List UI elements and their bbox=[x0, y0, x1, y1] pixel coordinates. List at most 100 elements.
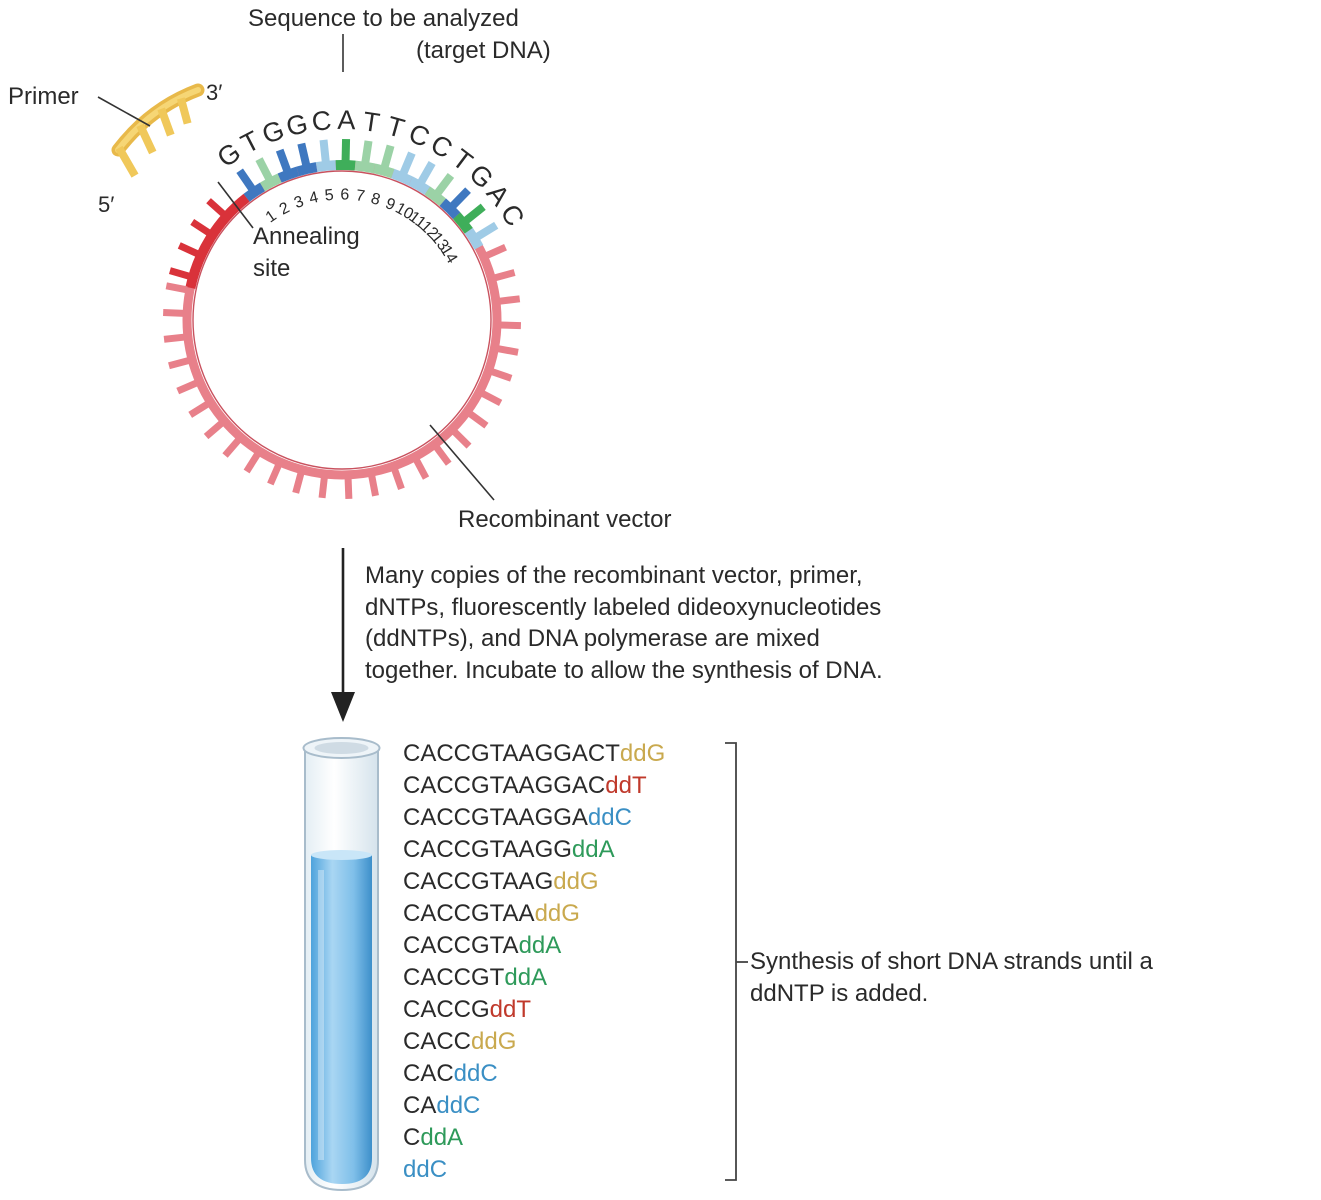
terminating-ddntp: ddT bbox=[605, 772, 647, 799]
vector-tooth bbox=[165, 282, 188, 294]
target-base-segment bbox=[391, 168, 413, 186]
target-base-tooth bbox=[474, 221, 499, 241]
vector-tooth bbox=[493, 269, 516, 282]
process-step-description: Many copies of the recombinant vector, p… bbox=[365, 560, 1005, 686]
step-text-line: Many copies of the recombinant vector, p… bbox=[365, 562, 863, 589]
position-number: 5 bbox=[324, 187, 335, 205]
terminating-ddntp: ddA bbox=[420, 1124, 464, 1151]
strand-row: CAddC bbox=[403, 1090, 665, 1122]
target-base-segment bbox=[243, 182, 266, 202]
tube-liquid bbox=[311, 855, 372, 1184]
vector-tooth bbox=[243, 451, 261, 474]
annealing-tooth bbox=[177, 242, 200, 258]
strand-row: CACCGTAAGddG bbox=[403, 866, 665, 898]
process-arrow bbox=[331, 548, 355, 722]
strand-sequence: CACCGTAA bbox=[403, 900, 535, 927]
strand-row: CACCGTAAGGACTddG bbox=[403, 738, 665, 770]
terminating-ddntp: ddG bbox=[619, 740, 666, 767]
strand-sequence: CACCGTAAGGAC bbox=[403, 772, 606, 799]
vector-tooth bbox=[433, 444, 452, 466]
terminating-ddntp: ddG bbox=[471, 1028, 517, 1055]
strand-sequence: CACCGTAAG bbox=[403, 868, 554, 895]
strand-row: CACCGTAAGGAddC bbox=[403, 802, 665, 834]
target-base-segment bbox=[315, 160, 337, 173]
annealing-site-arc bbox=[185, 193, 250, 289]
annealing-pointer-line bbox=[217, 181, 254, 229]
terminating-ddntp: ddA bbox=[518, 932, 562, 959]
strands-bracket bbox=[725, 742, 737, 1181]
strand-sequence: CACCGTAAGG bbox=[403, 836, 572, 863]
target-base-tooth bbox=[236, 168, 256, 192]
target-base-segment bbox=[464, 227, 484, 250]
terminating-ddntp: ddT bbox=[489, 996, 532, 1023]
strand-row: ddC bbox=[403, 1154, 665, 1186]
target-base-segment bbox=[373, 163, 395, 179]
vector-tooth bbox=[451, 428, 472, 449]
target-base-tooth bbox=[433, 173, 455, 197]
terminating-ddntp: ddG bbox=[553, 868, 599, 895]
vector-tooth bbox=[163, 333, 186, 343]
step-text-line: together. Incubate to allow the synthesi… bbox=[365, 656, 883, 684]
strand-row: CACCddG bbox=[403, 1026, 665, 1058]
strand-row: CddA bbox=[403, 1122, 665, 1154]
strand-sequence: CAC bbox=[403, 1060, 454, 1087]
annealing-label-line2: site bbox=[253, 255, 290, 282]
position-number: 7 bbox=[355, 187, 366, 205]
vector-tooth bbox=[490, 368, 513, 382]
target-base-segment bbox=[452, 212, 473, 234]
vector-pointer-line bbox=[429, 424, 495, 501]
target-base-segment bbox=[439, 198, 461, 220]
target-base-tooth bbox=[255, 157, 274, 182]
terminating-ddntp: ddA bbox=[571, 836, 615, 863]
target-base-segment bbox=[277, 166, 300, 183]
position-number: 14 bbox=[437, 243, 461, 267]
step-text-line: (ddNTPs), and DNA polymerase are mixed bbox=[365, 625, 820, 652]
sequence-subtitle: (target DNA) bbox=[416, 37, 551, 64]
vector-tooth bbox=[498, 295, 521, 305]
vector-tooth bbox=[480, 390, 503, 407]
target-base-tooth bbox=[462, 203, 486, 225]
target-base-segment bbox=[424, 186, 447, 207]
target-base-tooth bbox=[361, 140, 373, 165]
vector-tooth bbox=[292, 471, 305, 494]
target-base-letter: G bbox=[283, 108, 310, 142]
annealing-tooth bbox=[190, 219, 212, 237]
terminating-ddntp: ddA bbox=[504, 964, 548, 991]
position-number: 10 bbox=[392, 200, 416, 224]
vector-tooth bbox=[188, 400, 210, 418]
sequence-title: Sequence to be analyzed bbox=[248, 5, 519, 32]
strand-row: CACCGTAAGGACddT bbox=[403, 770, 665, 802]
terminating-ddntp: ddG bbox=[534, 900, 580, 927]
five-prime-label: 5′ bbox=[98, 192, 114, 217]
strand-sequence: C bbox=[403, 1124, 421, 1151]
target-base-letter: T bbox=[361, 106, 382, 138]
vector-tooth bbox=[267, 463, 282, 486]
target-base-tooth bbox=[399, 151, 416, 176]
position-number: 6 bbox=[340, 186, 349, 203]
target-base-tooth bbox=[341, 138, 351, 163]
vector-tooth bbox=[391, 467, 405, 490]
strand-row: CACCGddT bbox=[403, 994, 665, 1026]
target-base-segment bbox=[408, 176, 431, 195]
vector-tooth bbox=[467, 410, 489, 429]
vector-tooth bbox=[222, 437, 242, 458]
three-prime-label: 3′ bbox=[206, 80, 222, 105]
strand-sequence: CACCG bbox=[403, 996, 490, 1023]
target-base-segment bbox=[335, 160, 356, 171]
step-text-line: dNTPs, fluorescently labeled dideoxynucl… bbox=[365, 593, 882, 621]
annealing-tooth bbox=[206, 198, 227, 218]
strand-sequence: CACCGTA bbox=[403, 932, 519, 959]
vector-tooth bbox=[413, 457, 430, 480]
target-base-tooth bbox=[449, 187, 471, 210]
strand-row: CACCGTAAGGddA bbox=[403, 834, 665, 866]
strand-row: CACCGTddA bbox=[403, 962, 665, 994]
target-base-letter: A bbox=[337, 105, 356, 135]
primer-label: Primer bbox=[8, 83, 79, 110]
target-base-segment bbox=[296, 162, 318, 177]
terminating-ddntp: ddC bbox=[436, 1092, 481, 1119]
target-base-segment bbox=[354, 160, 376, 174]
target-base-segment bbox=[259, 173, 282, 192]
